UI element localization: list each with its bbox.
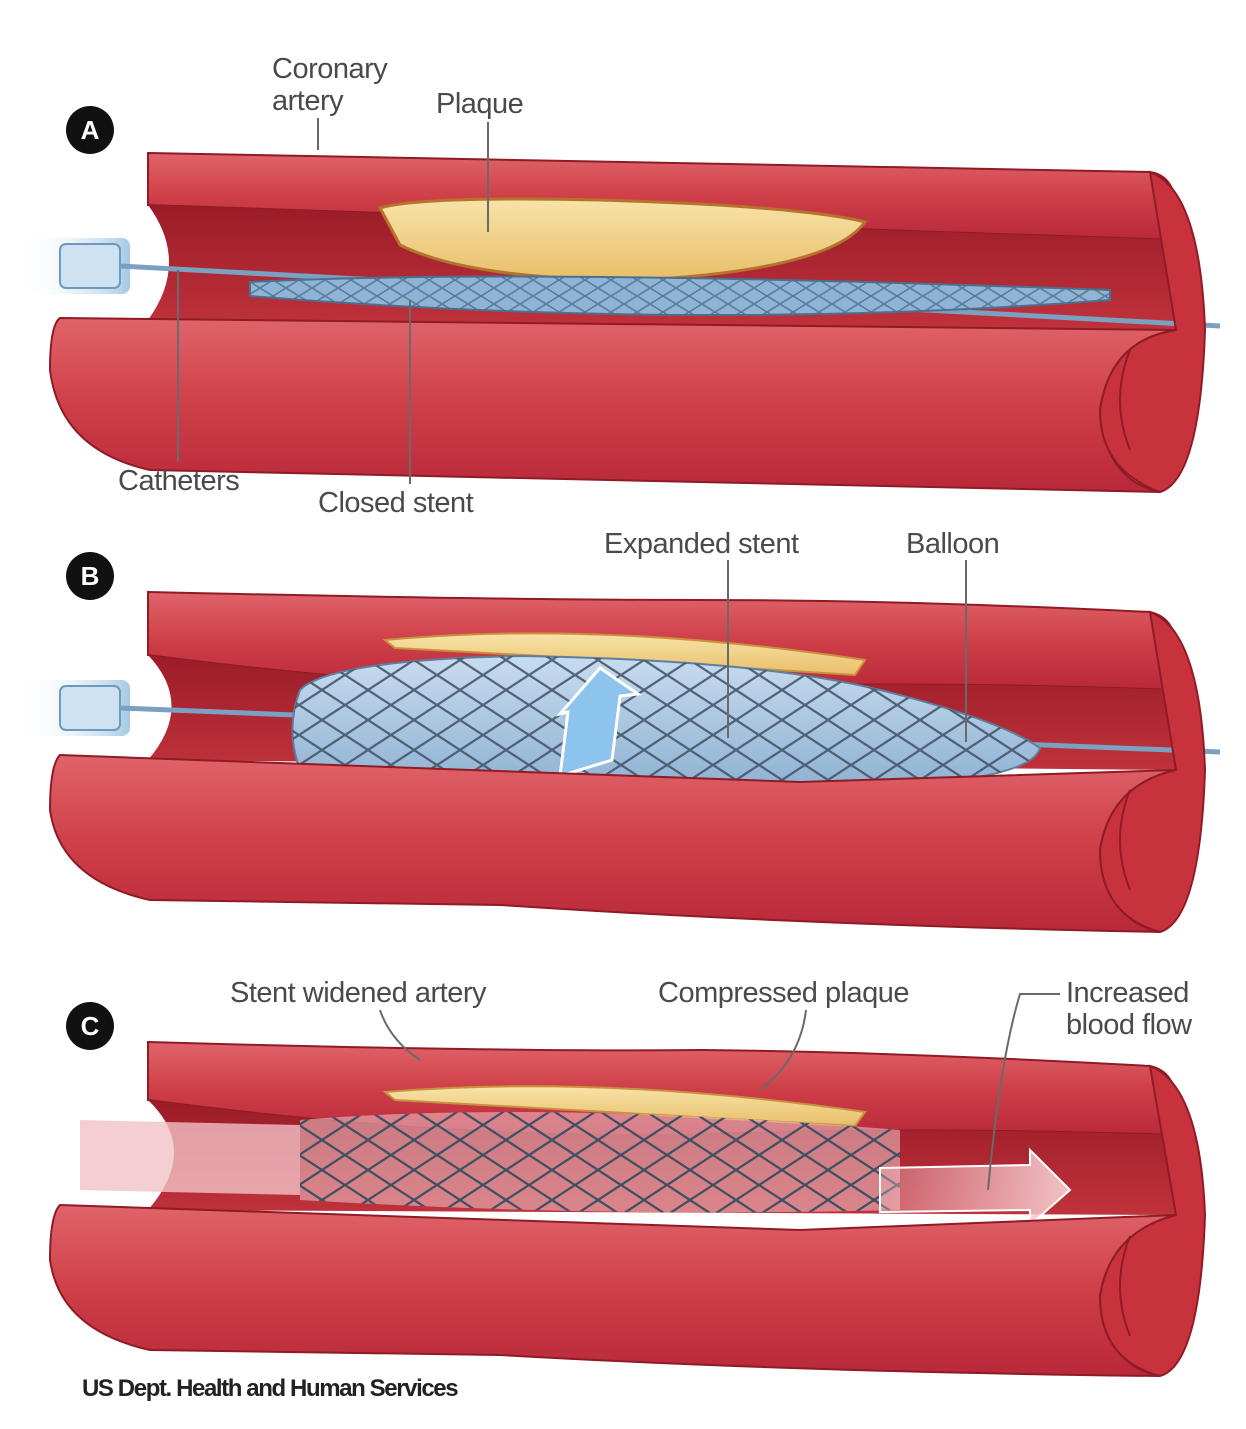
expanded-stent-b xyxy=(292,656,1040,787)
label-catheters: Catheters xyxy=(118,465,239,497)
label-increased-blood-flow-line2: blood flow xyxy=(1066,1009,1193,1041)
credit-text: US Dept. Health and Human Services xyxy=(82,1375,458,1402)
label-balloon: Balloon xyxy=(906,528,999,560)
plaque-c xyxy=(382,1085,867,1128)
blood-flow-arrow-icon xyxy=(879,1147,1072,1228)
expansion-arrow-icon xyxy=(555,666,643,779)
artery-opening-c xyxy=(1098,1064,1207,1378)
panel-b-letter: B xyxy=(81,561,100,591)
label-coronary-artery-line2: artery xyxy=(272,85,344,117)
label-expanded-stent: Expanded stent xyxy=(604,528,799,560)
panel-b: B Expanded stent Balloon xyxy=(20,528,1221,934)
blood-flow-stream-c xyxy=(80,1120,300,1195)
label-coronary-artery-line1: Coronary xyxy=(272,53,388,85)
plaque-a xyxy=(377,197,868,282)
panel-c-letter: C xyxy=(81,1011,100,1041)
label-increased-blood-flow-line1: Increased xyxy=(1066,977,1189,1009)
label-stent-widened-artery: Stent widened artery xyxy=(230,977,487,1009)
badge-b-icon: B xyxy=(66,552,114,600)
artery-opening-b xyxy=(1098,610,1207,934)
artery-opening-a xyxy=(1098,170,1207,494)
panel-a-letter: A xyxy=(81,115,100,145)
label-compressed-plaque: Compressed plaque xyxy=(658,977,909,1009)
badge-a-icon: A xyxy=(66,106,114,154)
artery-lower-wall-b xyxy=(48,753,1177,933)
badge-c-icon: C xyxy=(66,1002,114,1050)
panel-c: C Stent widened artery Compressed plaque… xyxy=(48,977,1207,1378)
artery-lower-wall-c xyxy=(48,1203,1177,1377)
label-plaque: Plaque xyxy=(436,88,523,120)
label-closed-stent: Closed stent xyxy=(318,487,474,519)
panel-a: A Coronary artery Plaque Catheters Close… xyxy=(20,53,1221,519)
